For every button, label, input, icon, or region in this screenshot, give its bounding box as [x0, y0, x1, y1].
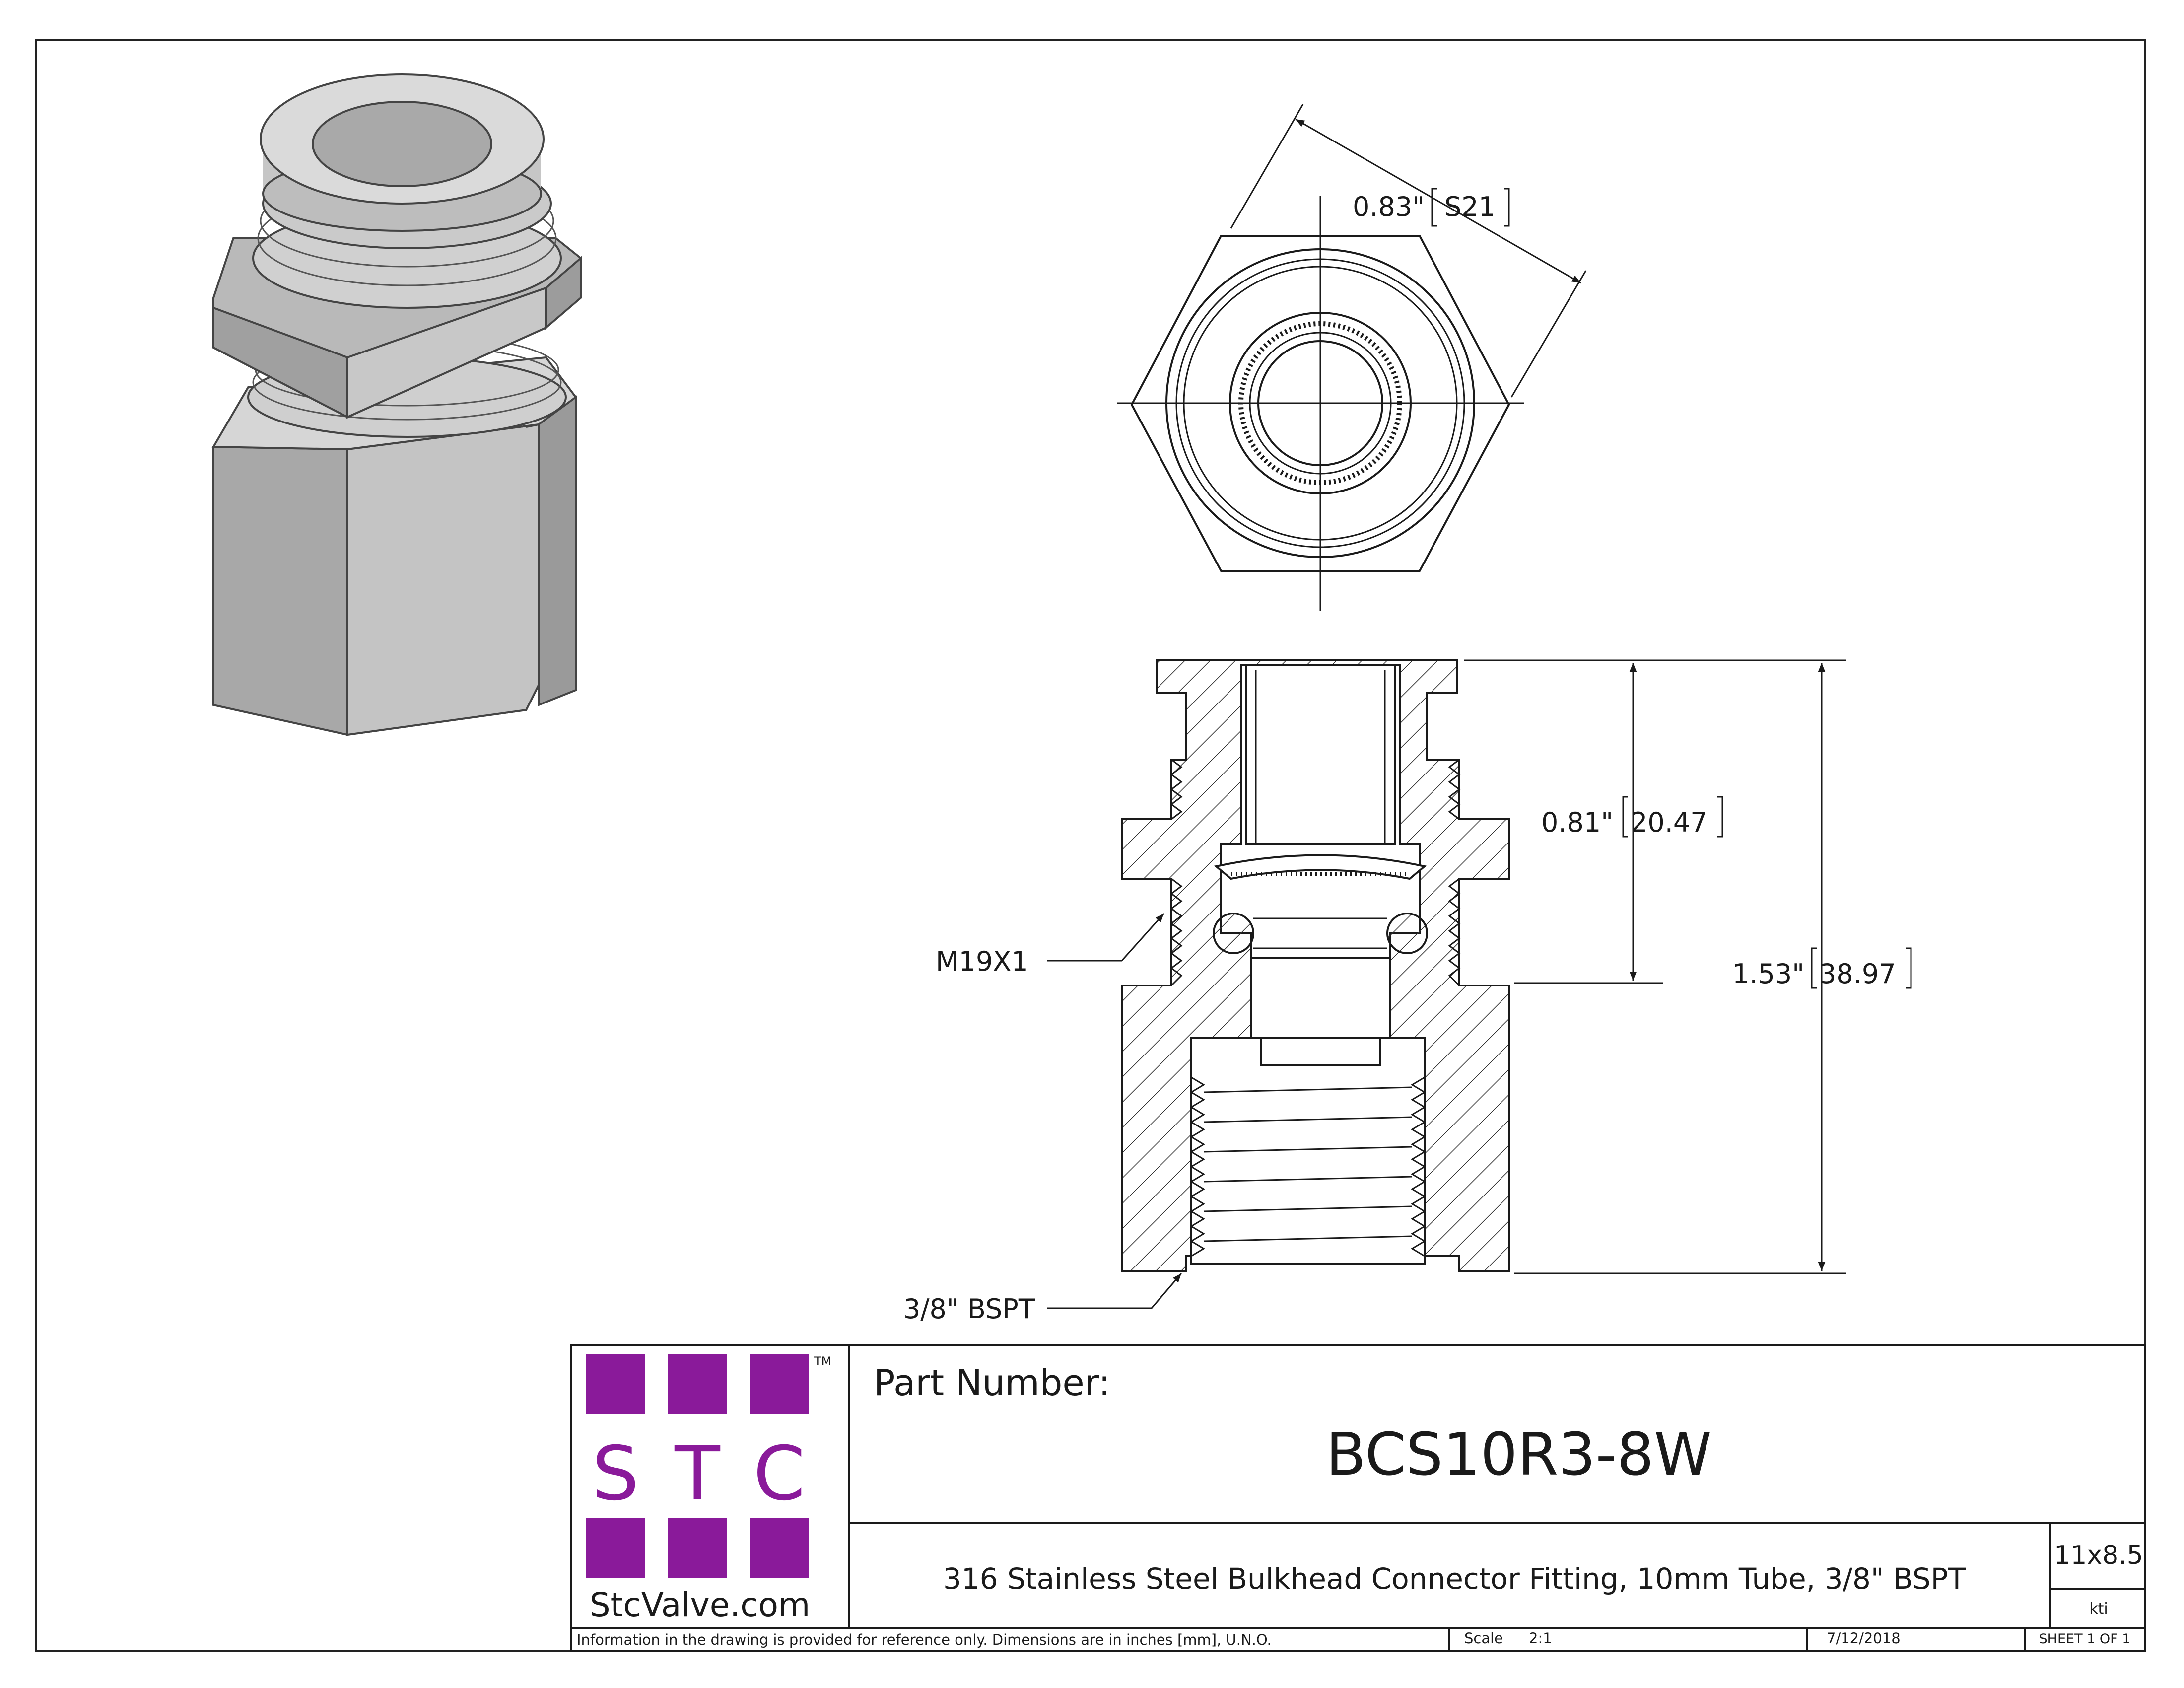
- logo-website: StcValve.com: [590, 1586, 810, 1624]
- sheet-size: 11x8.5: [2054, 1541, 2143, 1570]
- logo-trademark: TM: [814, 1354, 831, 1368]
- hex-width-metric: S21: [1444, 191, 1496, 222]
- overall-length-metric: 38.97: [1819, 958, 1896, 989]
- section-view: [1121, 659, 1510, 1272]
- drawing-date: 7/12/2018: [1827, 1630, 1901, 1647]
- part-number: BCS10R3-8W: [1326, 1420, 1712, 1488]
- title-block: [570, 1344, 2146, 1652]
- scale-value: 2:1: [1529, 1630, 1552, 1647]
- m19-thread-leader: [1047, 913, 1165, 962]
- part-description: 316 Stainless Steel Bulkhead Connector F…: [943, 1562, 1966, 1596]
- top-view: [1117, 104, 1587, 611]
- logo-letter-t: T: [674, 1431, 721, 1517]
- isometric-view: [211, 73, 582, 736]
- part-number-label: Part Number:: [874, 1362, 1110, 1404]
- drawn-by: kti: [2089, 1600, 2108, 1618]
- stc-logo: S T C TM StcValve.com: [586, 1354, 831, 1624]
- bspt-thread-leader: [1047, 1273, 1182, 1309]
- overall-length-inch: 1.53": [1732, 958, 1804, 989]
- upper-length-inch: 0.81": [1541, 807, 1613, 838]
- hex-width-inch: 0.83": [1353, 191, 1425, 222]
- logo-letter-s: S: [592, 1431, 639, 1517]
- sheet-number: SHEET 1 OF 1: [2039, 1631, 2131, 1647]
- thread-callout-m19: M19X1: [936, 946, 1028, 977]
- disclaimer: Information in the drawing is provided f…: [577, 1631, 1272, 1648]
- hex-width-dimension-line: [1295, 118, 1581, 284]
- scale-label: Scale: [1464, 1630, 1503, 1647]
- thread-callout-bspt: 3/8" BSPT: [903, 1293, 1035, 1325]
- logo-letter-c: C: [753, 1431, 806, 1517]
- upper-length-metric: 20.47: [1631, 807, 1707, 838]
